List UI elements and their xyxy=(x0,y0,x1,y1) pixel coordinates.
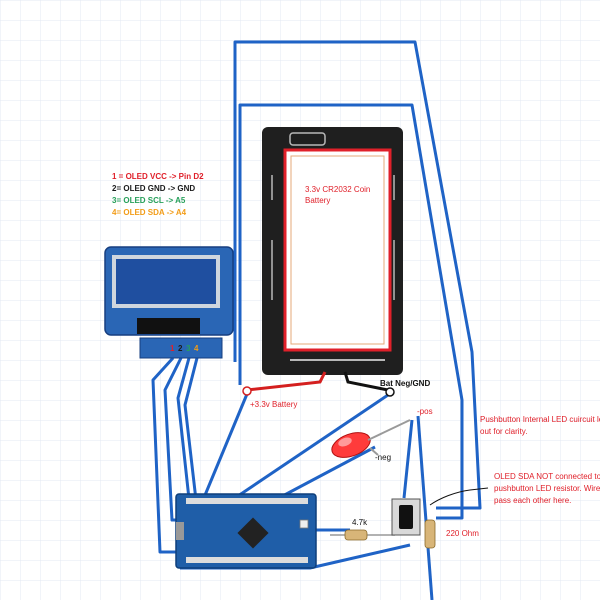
battery-leads: Bat Neg/GND +3.3v Battery xyxy=(242,371,430,409)
led-highlight xyxy=(338,437,352,447)
wire-battery-pos xyxy=(201,393,249,501)
resistor-4k7-label: 4.7k xyxy=(352,518,368,527)
battery-lead-black xyxy=(343,371,389,392)
annotation-bracket xyxy=(429,487,489,506)
led-legs xyxy=(367,419,411,456)
legend-line-2: 2= OLED GND -> GND xyxy=(112,184,195,193)
resistor-220: 220 Ohm xyxy=(424,519,479,549)
wire-oled-pin3 xyxy=(176,357,192,509)
arduino-reset-button xyxy=(299,519,309,529)
legend-line-1: 1 = OLED VCC -> Pin D2 xyxy=(112,172,204,181)
oled-pin-1: 1 xyxy=(170,344,175,353)
oled-display: 1 2 3 4 xyxy=(104,246,234,359)
oled-pin-2: 2 xyxy=(178,344,183,353)
battery-label-line-1: 3.3v CR2032 Coin xyxy=(305,185,370,194)
battery-cell xyxy=(283,148,392,352)
wire-oled-pin4 xyxy=(183,357,199,501)
bat-neg-label: Bat Neg/GND xyxy=(380,379,430,388)
battery-label-line-2: Battery xyxy=(305,196,330,205)
note-2-line-2: pushbutton LED resistor. Wires xyxy=(494,484,600,493)
oled-header xyxy=(139,337,223,359)
note-2-line-3: pass each other here. xyxy=(494,496,571,505)
battery-neg-terminal xyxy=(385,387,395,397)
wire-led-pos xyxy=(416,415,434,600)
wire-inner-loop xyxy=(238,103,464,520)
arduino-header-bottom xyxy=(186,557,308,563)
arduino-usb xyxy=(176,522,184,540)
note-1-line-1: Pushbutton Internal LED cuircuit left xyxy=(480,415,600,424)
oled-pin-4: 4 xyxy=(194,344,199,353)
wire-outer-loop xyxy=(233,40,482,510)
wire-pushbutton xyxy=(402,419,414,499)
legend-line-4: 4= OLED SDA -> A4 xyxy=(112,208,187,217)
pushbutton xyxy=(391,498,421,536)
pin-legend: 1 = OLED VCC -> Pin D2 2= OLED GND -> GN… xyxy=(112,172,204,217)
resistor-4k7-body xyxy=(344,529,368,541)
oled-ribbon xyxy=(137,318,200,334)
arduino-header-top xyxy=(186,498,308,504)
oled-pin-3: 3 xyxy=(186,344,191,353)
wire-oled-pin1 xyxy=(151,356,185,554)
arduino-board xyxy=(175,493,317,569)
battery-top-contact xyxy=(289,132,326,146)
led-neg-label: -neg xyxy=(375,453,391,462)
oled-screen xyxy=(116,259,216,304)
note-2-line-1: OLED SDA NOT connected to xyxy=(494,472,600,481)
red-led: -pos -neg xyxy=(331,407,433,462)
notes: Pushbutton Internal LED cuircuit left ou… xyxy=(480,415,600,505)
battery-holder: 3.3v CR2032 Coin Battery xyxy=(262,127,403,375)
resistor-220-body xyxy=(424,519,436,549)
resistor-4k7: 4.7k xyxy=(330,518,395,541)
battery-cell-inner xyxy=(290,155,385,345)
pushbutton-cap xyxy=(399,505,413,529)
note-1-line-2: out for clarity. xyxy=(480,427,527,436)
resistor-220-label: 220 Ohm xyxy=(446,529,479,538)
legend-line-3: 3= OLED SCL -> A5 xyxy=(112,196,186,205)
battery-lead-red xyxy=(246,371,327,392)
wire-battery-neg xyxy=(231,393,389,502)
led-pos-label: -pos xyxy=(417,407,433,416)
wires xyxy=(151,40,482,600)
battery-pos-terminal xyxy=(242,386,252,396)
bat-pos-label: +3.3v Battery xyxy=(250,400,297,409)
